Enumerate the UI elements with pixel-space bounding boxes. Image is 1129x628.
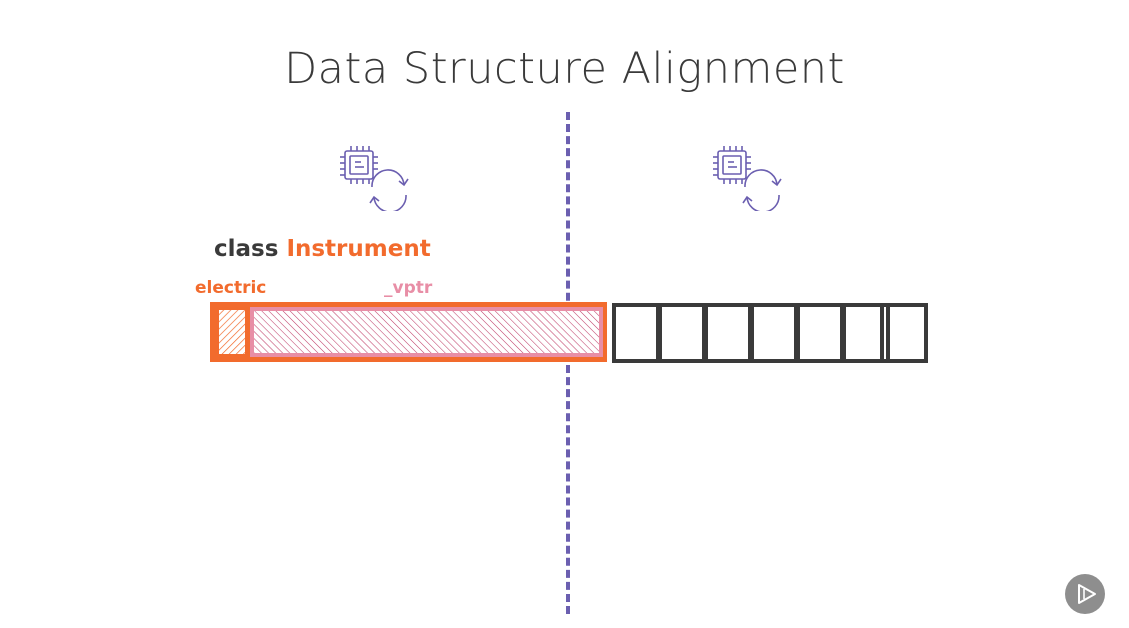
class-name: Instrument [286,236,431,262]
field-electric [219,310,245,354]
empty-byte-cell [612,303,660,363]
slide-title: Data Structure Alignment [284,44,845,94]
empty-byte-cell [704,303,752,363]
processor-cycle-icon [340,146,409,211]
class-declaration: class Instrument [214,236,431,262]
processor-cycle-icon [713,146,782,211]
field-vptr [254,311,599,353]
cache-line-boundary [566,112,570,614]
empty-byte-cell [842,303,890,363]
empty-byte-cell [796,303,844,363]
play-button[interactable] [1065,574,1105,614]
empty-byte-cell [880,303,928,363]
empty-byte-cell [658,303,706,363]
field-label-vptr: _vptr [384,278,433,298]
class-keyword: class [214,236,279,262]
empty-byte-cell [750,303,798,363]
field-label-electric: electric [195,278,267,298]
play-icon [1078,584,1096,604]
object-memory-layout [210,302,607,362]
